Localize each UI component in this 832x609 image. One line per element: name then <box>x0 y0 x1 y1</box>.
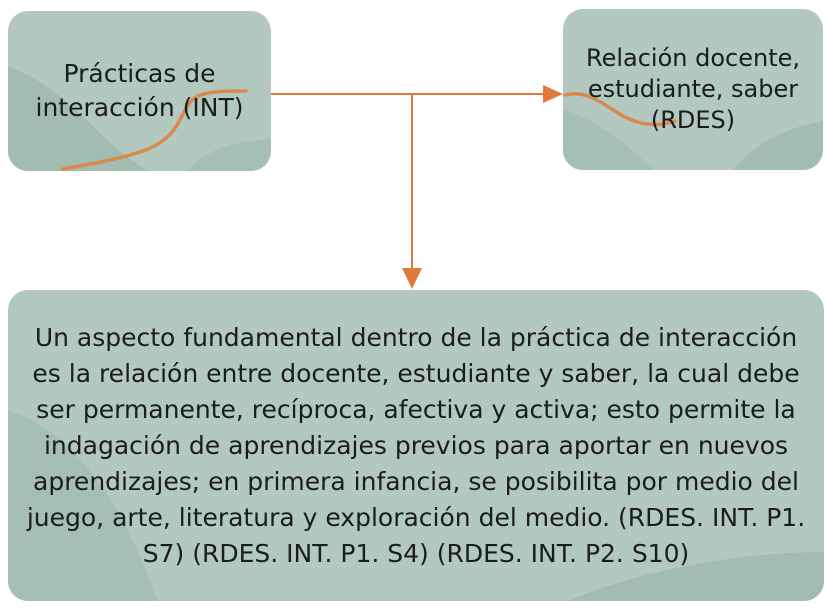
arrowhead-down <box>402 268 422 289</box>
box-background-decoration <box>8 66 271 171</box>
node-descripcion-relacion-text: Un aspecto fundamental dentro de la prác… <box>26 322 806 568</box>
node-practicas-interaccion-label: Prácticas de interacción (INT) <box>35 58 244 123</box>
node-relacion-docente-estudiante-saber-label: Relación docente, estudiante, saber (RDE… <box>585 43 801 135</box>
box-background-decoration <box>563 92 823 170</box>
box-background-decoration <box>8 410 824 601</box>
arrowhead-right <box>543 85 563 103</box>
node-descripcion-relacion: Un aspecto fundamental dentro de la prác… <box>8 290 824 601</box>
node-practicas-interaccion: Prácticas de interacción (INT) <box>8 11 271 171</box>
node-relacion-docente-estudiante-saber: Relación docente, estudiante, saber (RDE… <box>563 9 823 170</box>
